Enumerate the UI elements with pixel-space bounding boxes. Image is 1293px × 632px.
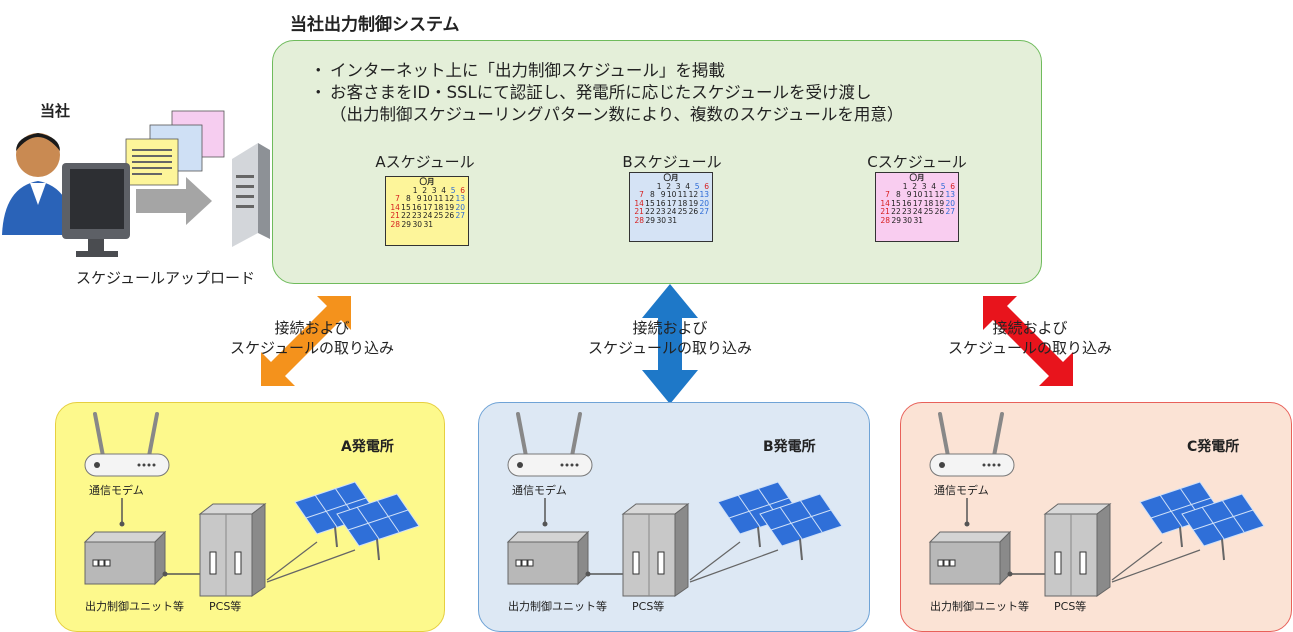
arrow-c-icon xyxy=(983,296,1073,386)
bullet-mark: ・ xyxy=(310,83,327,102)
plant-a-equipment: 通信モデム 出力制御ユニット等 PCS等 xyxy=(55,402,445,616)
bullet-mark: ・ xyxy=(310,61,327,80)
system-bullets: ・インターネット上に「出力制御スケジュール」を掲載 ・お客さまをID・SSLにて… xyxy=(310,60,903,126)
plant-c-name: C発電所 xyxy=(1187,439,1240,455)
control-unit-label: 出力制御ユニット等 xyxy=(930,600,1029,613)
calendar-month: 〇月 xyxy=(419,177,435,186)
control-unit-label: 出力制御ユニット等 xyxy=(85,600,184,613)
bullet-1: インターネット上に「出力制御スケジュール」を掲載 xyxy=(330,61,725,80)
schedule-a-label: Aスケジュール xyxy=(375,153,475,171)
schedule-b-label: Bスケジュール xyxy=(622,153,722,171)
upload-label: スケジュールアップロード xyxy=(76,269,255,287)
pcs-label: PCS等 xyxy=(209,600,242,613)
company-label: 当社 xyxy=(40,102,71,120)
arrow-a-icon xyxy=(261,296,351,386)
control-unit-icon xyxy=(928,530,1012,586)
plant-a-name: A発電所 xyxy=(341,439,394,455)
calendar-month: 〇月 xyxy=(909,173,925,182)
plant-b-name: B発電所 xyxy=(763,439,816,455)
modem-label: 通信モデム xyxy=(512,484,567,497)
pcs-label: PCS等 xyxy=(632,600,665,613)
control-unit-icon xyxy=(83,530,167,586)
modem-icon xyxy=(929,412,1015,477)
upload-illustration xyxy=(2,110,270,257)
modem-icon xyxy=(507,412,593,477)
control-unit-icon xyxy=(506,530,590,586)
server-icon xyxy=(232,143,270,247)
person-at-computer-icon xyxy=(2,133,130,257)
pcs-icon xyxy=(1043,502,1112,597)
connection-label-c: 接続およびスケジュールの取り込み xyxy=(948,319,1112,357)
bullet-note: （出力制御スケジューリングパターン数により、複数のスケジュールを用意） xyxy=(330,105,904,124)
calendar-month: 〇月 xyxy=(663,173,679,182)
schedule-c-label: Cスケジュール xyxy=(867,153,967,171)
upload-arrow-icon xyxy=(136,177,212,225)
control-unit-label: 出力制御ユニット等 xyxy=(508,600,607,613)
bullet-2: お客さまをID・SSLにて認証し、発電所に応じたスケジュールを受け渡し xyxy=(330,83,872,102)
solar-panel-icon xyxy=(294,481,420,561)
arrow-b-icon xyxy=(642,284,698,404)
system-title: 当社出力制御システム xyxy=(290,15,460,35)
plant-c-equipment: 通信モデム 出力制御ユニット等 PCS等 xyxy=(900,402,1293,616)
pcs-icon xyxy=(621,502,690,597)
plant-b-equipment: 通信モデム 出力制御ユニット等 PCS等 xyxy=(478,402,870,616)
connection-label-a: 接続およびスケジュールの取り込み xyxy=(230,319,394,357)
modem-label: 通信モデム xyxy=(934,484,989,497)
pcs-icon xyxy=(198,502,267,597)
solar-panel-icon xyxy=(717,481,843,561)
connection-label-b: 接続およびスケジュールの取り込み xyxy=(588,319,752,357)
modem-label: 通信モデム xyxy=(89,484,144,497)
solar-panel-icon xyxy=(1139,481,1265,561)
modem-icon xyxy=(84,412,170,477)
calendar-stack-icon xyxy=(125,110,225,186)
pcs-label: PCS等 xyxy=(1054,600,1087,613)
